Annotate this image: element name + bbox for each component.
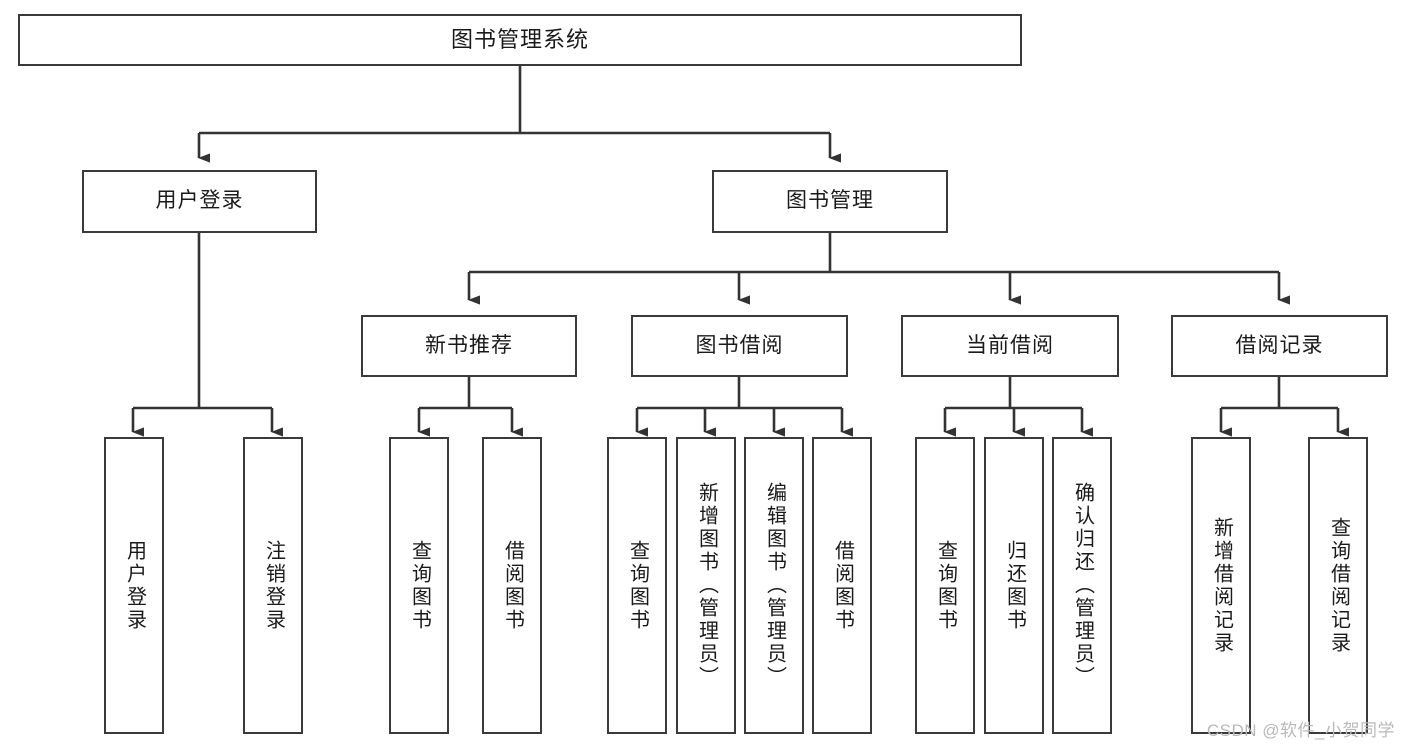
node-book-manage[interactable]: 图书管理: [712, 170, 948, 233]
node-borrow-record[interactable]: 借阅记录: [1171, 315, 1388, 377]
node-new-book-recommend[interactable]: 新书推荐: [361, 315, 577, 377]
node-leaf-borrow-book[interactable]: 借阅图书: [812, 437, 872, 734]
node-leaf-borrow-book-recommend[interactable]: 借阅图书: [482, 437, 542, 734]
node-leaf-query-book-recommend[interactable]: 查询图书: [389, 437, 449, 734]
node-label: 图书管理系统: [450, 27, 589, 53]
node-leaf-confirm-return[interactable]: 确认归还（管理员）: [1052, 437, 1112, 734]
node-current-borrow[interactable]: 当前借阅: [901, 315, 1119, 377]
node-label: 查询图书: [408, 539, 431, 632]
node-book-borrow[interactable]: 图书借阅: [631, 315, 848, 377]
node-label: 新增借阅记录: [1210, 516, 1233, 655]
node-leaf-add-borrow-record[interactable]: 新增借阅记录: [1191, 437, 1251, 734]
node-label: 归还图书: [1003, 539, 1026, 632]
node-leaf-logout[interactable]: 注销登录: [243, 437, 303, 734]
node-label: 图书借阅: [695, 333, 784, 357]
node-leaf-edit-book[interactable]: 编辑图书（管理员）: [744, 437, 804, 734]
node-label: 查询图书: [934, 539, 957, 632]
node-leaf-user-login[interactable]: 用户登录: [104, 437, 164, 734]
node-leaf-query-borrow-record[interactable]: 查询借阅记录: [1308, 437, 1368, 734]
node-label: 新书推荐: [425, 333, 513, 357]
node-label: 图书管理: [786, 189, 874, 213]
node-label: 用户登录: [123, 539, 146, 632]
node-leaf-query-book-current[interactable]: 查询图书: [915, 437, 975, 734]
node-leaf-return-book[interactable]: 归还图书: [984, 437, 1044, 734]
node-label: 查询图书: [626, 539, 649, 632]
node-label: 借阅图书: [501, 539, 524, 632]
node-label: 编辑图书（管理员）: [763, 482, 786, 689]
node-leaf-add-book[interactable]: 新增图书（管理员）: [676, 437, 736, 734]
node-root-book-management-system[interactable]: 图书管理系统: [18, 14, 1022, 66]
node-label: 借阅图书: [831, 539, 854, 632]
node-label: 当前借阅: [966, 333, 1054, 357]
node-label: 借阅记录: [1235, 333, 1324, 357]
node-label: 查询借阅记录: [1327, 516, 1350, 655]
node-leaf-query-book-borrow[interactable]: 查询图书: [607, 437, 667, 734]
node-label: 注销登录: [262, 539, 285, 632]
node-label: 用户登录: [155, 189, 244, 213]
node-label: 确认归还（管理员）: [1071, 482, 1094, 689]
node-user-login[interactable]: 用户登录: [82, 170, 317, 233]
node-label: 新增图书（管理员）: [695, 482, 718, 689]
